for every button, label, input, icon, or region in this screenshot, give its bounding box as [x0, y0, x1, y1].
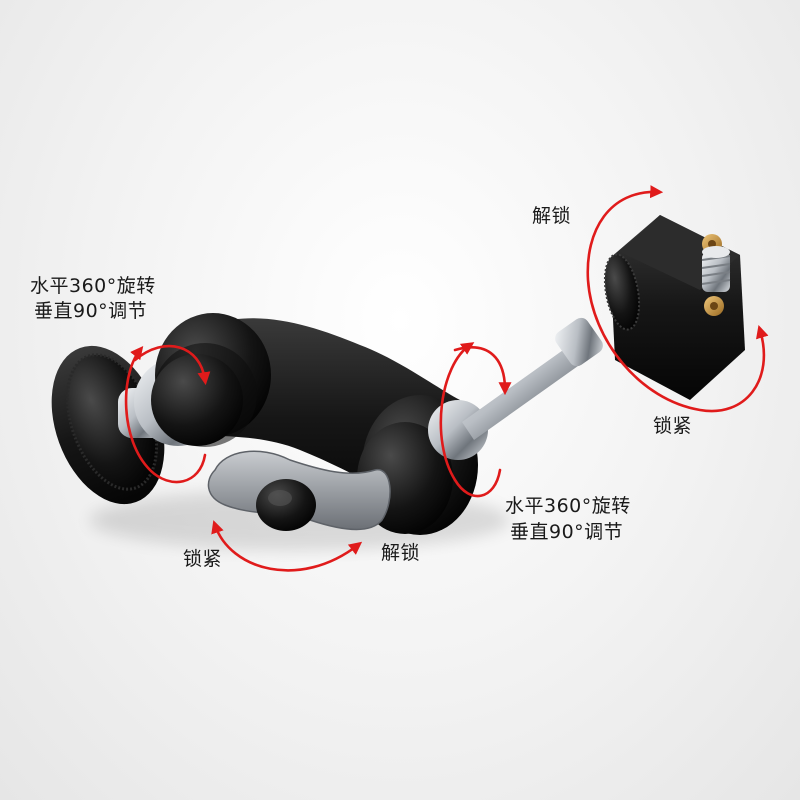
right-ball-rotation-arrow [439, 342, 502, 498]
right-ball-rotation-arrow-2 [453, 346, 512, 396]
arm-body [151, 313, 478, 535]
right-ball-rotate-label: 水平360°旋转 [505, 495, 631, 517]
clamp-lock-label: 锁紧 [653, 415, 693, 437]
clamp-unlock-label: 解锁 [532, 205, 572, 227]
knob-rotation-arrow [211, 520, 363, 572]
knob-lock-label: 锁紧 [183, 548, 223, 570]
wing-knob [207, 450, 391, 531]
clamp-rotation-arrow [586, 185, 769, 413]
left-ball-rotation-arrow [124, 345, 207, 484]
camera-clamp [603, 215, 745, 400]
threaded-screw [701, 246, 731, 292]
right-ball-adjust-label: 垂直90°调节 [510, 521, 624, 543]
left-ball-rotation-arrow-2 [133, 344, 211, 386]
left-ball-rotate-label: 水平360°旋转 [30, 275, 156, 297]
left-ball-adjust-label: 垂直90°调节 [34, 300, 148, 322]
extension-rod [428, 317, 603, 460]
knob-unlock-label: 解锁 [381, 542, 421, 564]
